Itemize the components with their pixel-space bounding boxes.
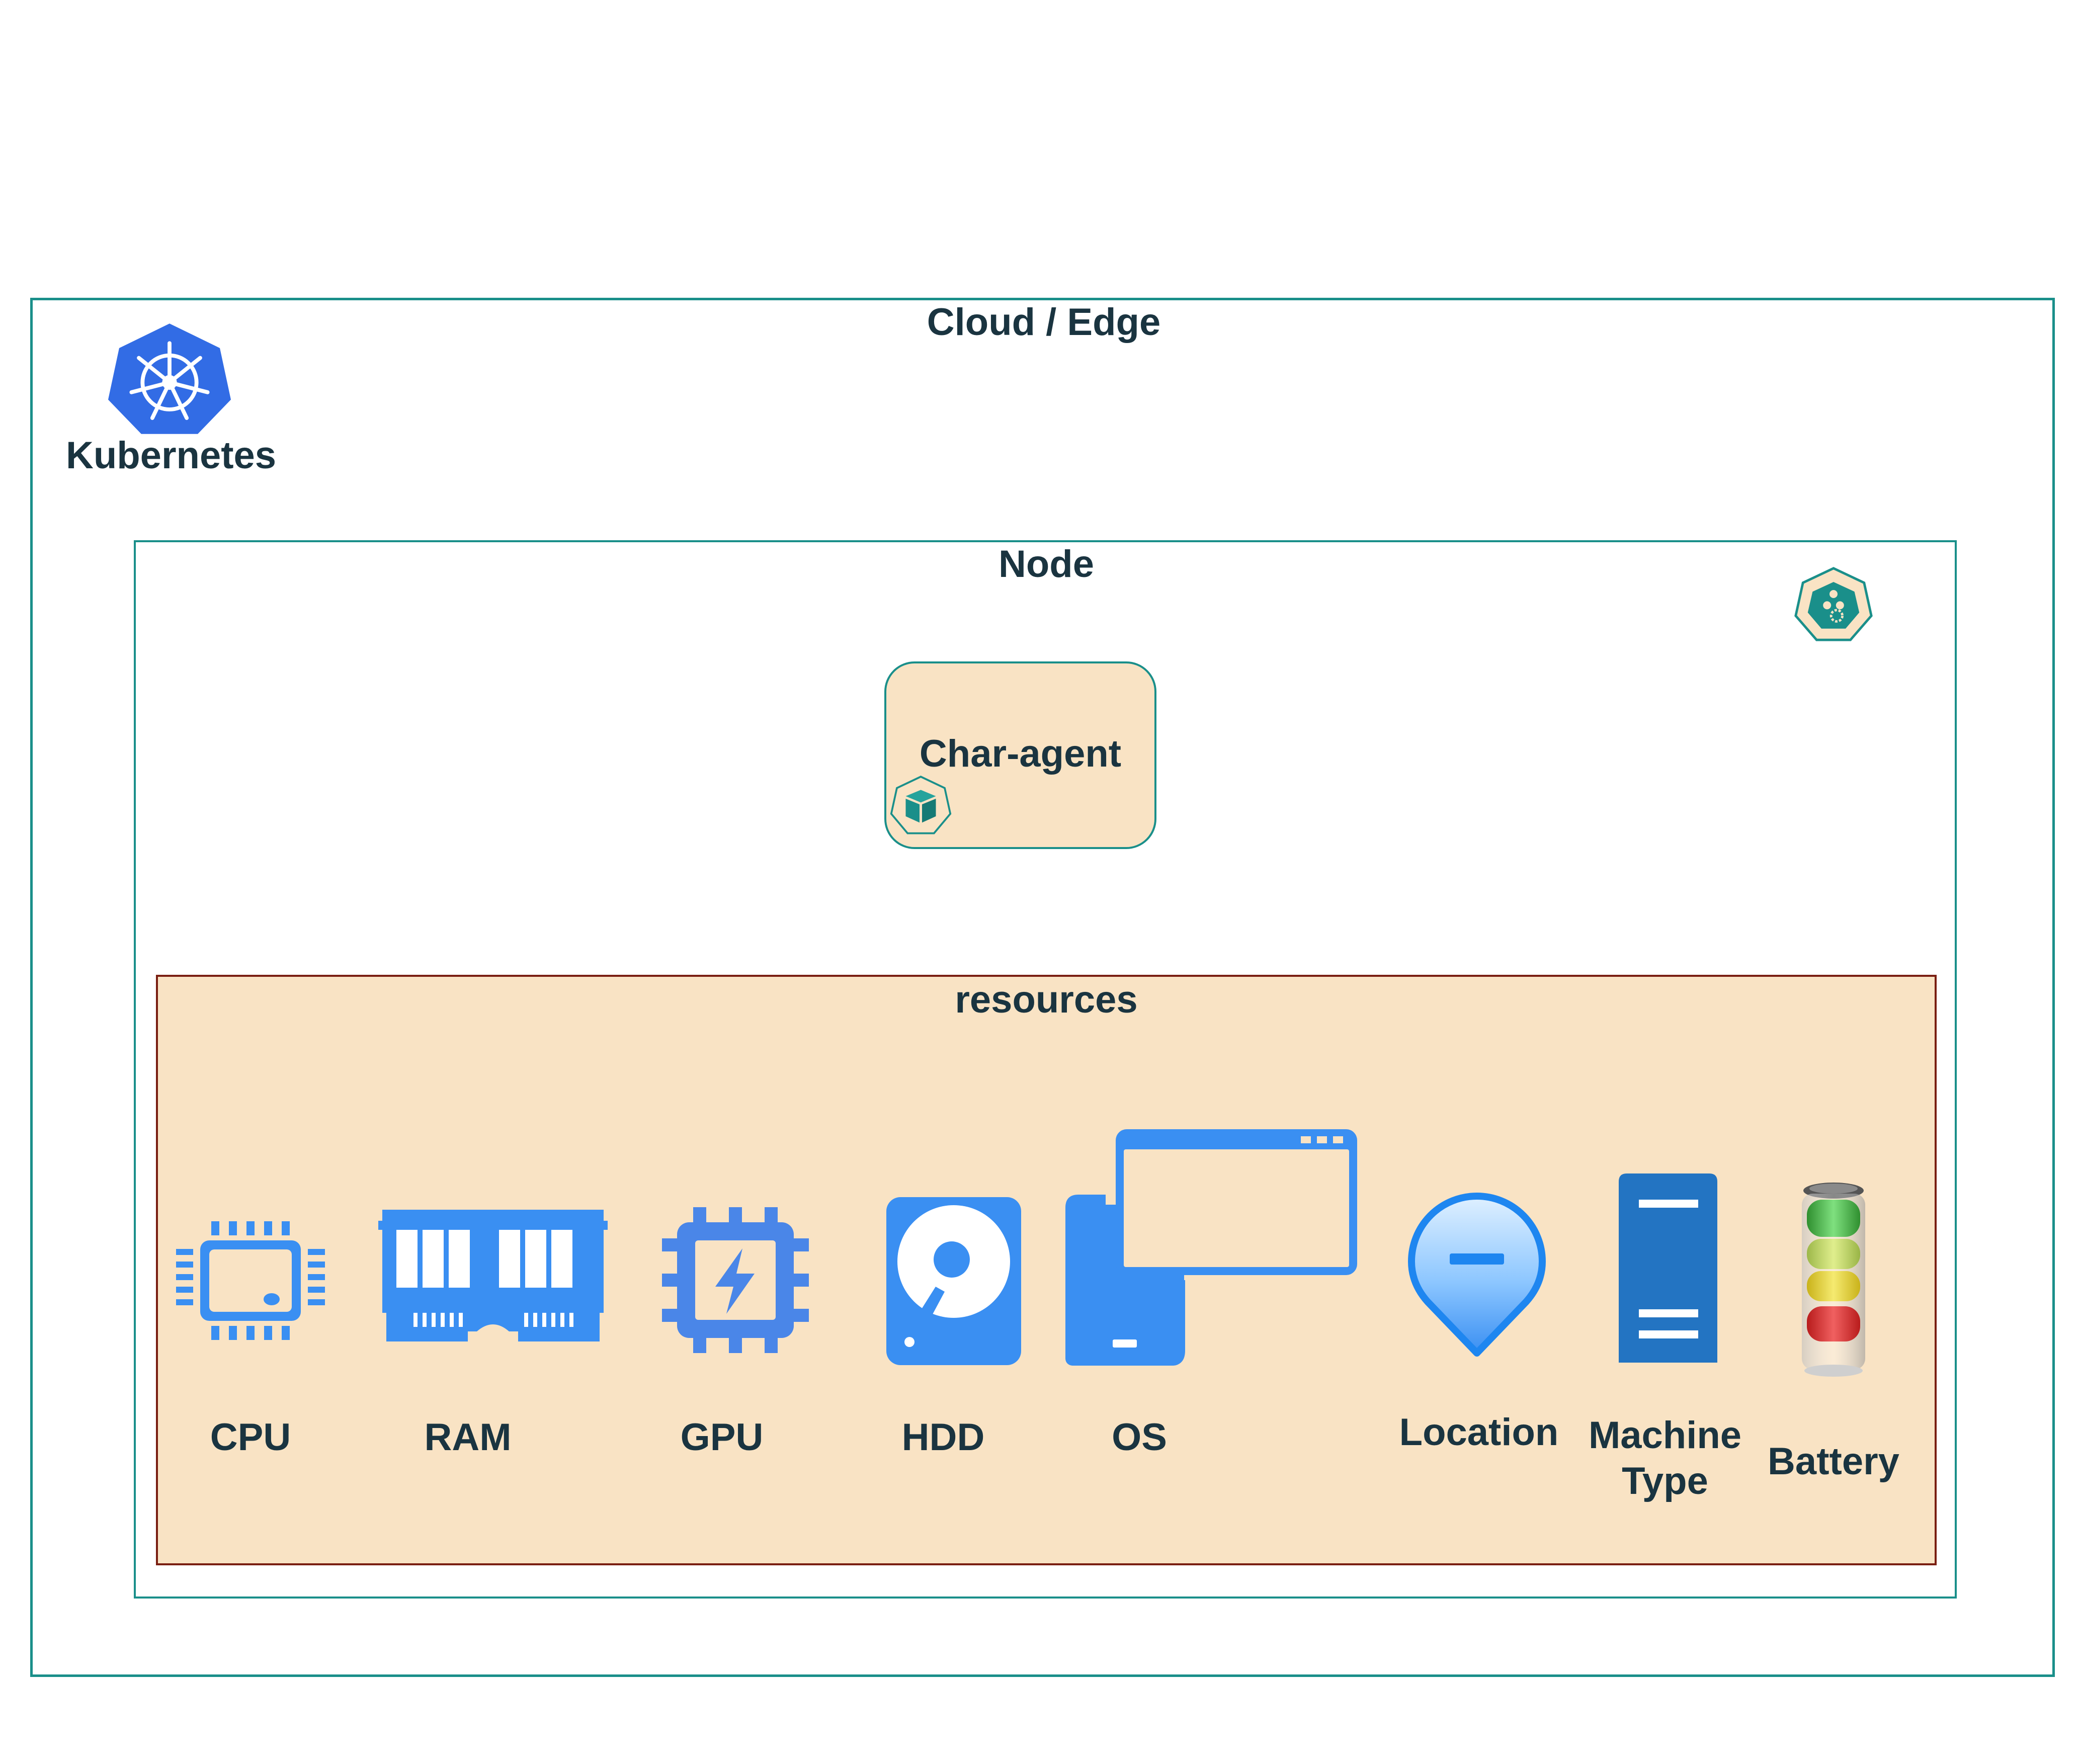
node-container [134, 540, 1957, 1599]
cpu-icon [176, 1221, 325, 1340]
kubernetes-logo-icon [108, 321, 231, 437]
node-title: Node [999, 543, 1094, 585]
server-icon [1619, 1173, 1717, 1363]
battery-icon [1791, 1180, 1876, 1381]
pod-icon [889, 775, 952, 836]
node-icon [1793, 566, 1874, 642]
char-agent-box[interactable] [884, 661, 1156, 849]
location-label: Location [1399, 1411, 1559, 1454]
cloud-edge-title: Cloud / Edge [927, 301, 1161, 344]
battery-label: Battery [1768, 1440, 1899, 1483]
hdd-icon [886, 1197, 1021, 1365]
resources-title: resources [955, 978, 1138, 1021]
machine-type-label-line1: Machine [1588, 1414, 1742, 1457]
cloud-edge-container [30, 298, 2055, 1677]
os-icon [1065, 1129, 1357, 1366]
kubernetes-label: Kubernetes [65, 434, 277, 477]
ram-label: RAM [424, 1416, 512, 1459]
gpu-label: GPU [680, 1416, 764, 1459]
ram-icon [378, 1210, 608, 1343]
machine-type-label-line2: Type [1622, 1460, 1708, 1503]
os-label: OS [1112, 1416, 1167, 1459]
location-icon [1407, 1192, 1546, 1358]
char-agent-label: Char-agent [919, 732, 1122, 775]
machine-type-label: Machine Type [1574, 1412, 1756, 1504]
cpu-label: CPU [210, 1416, 291, 1459]
gpu-icon [662, 1207, 809, 1353]
hdd-label: HDD [901, 1416, 985, 1459]
